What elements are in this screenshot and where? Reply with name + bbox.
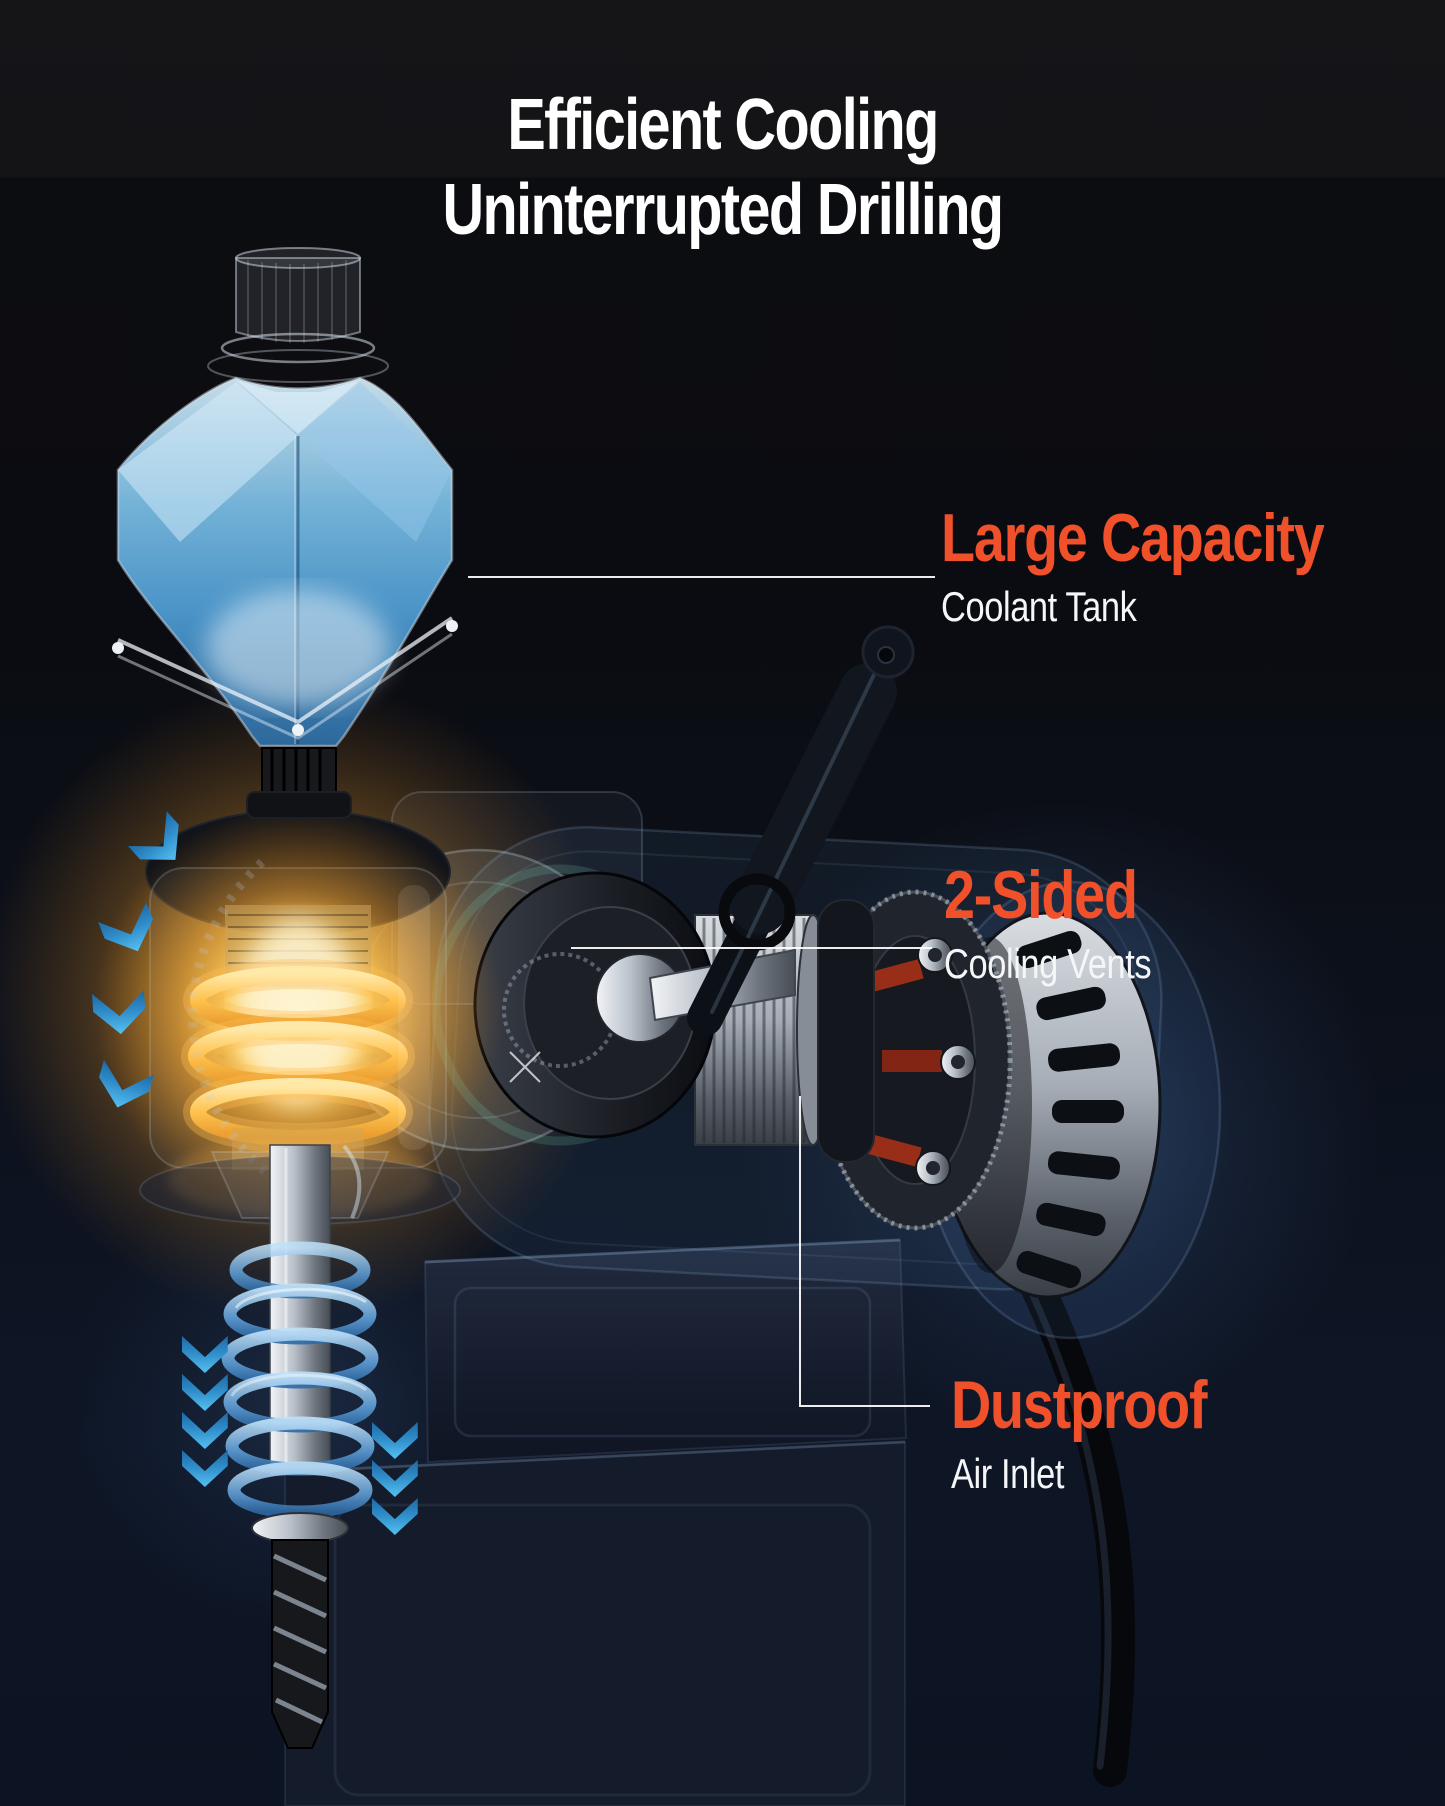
side-handle <box>687 625 915 1036</box>
annotation-subtext: Air Inlet <box>951 1450 1065 1498</box>
coolant-splash <box>342 1144 362 1219</box>
title-line-2: Uninterrupted Drilling <box>442 169 1005 250</box>
machine-base <box>284 1238 908 1806</box>
page-title: Efficient Cooling Uninterrupted Drilling <box>145 83 1301 253</box>
annotation-heading: Dustproof <box>951 1367 1208 1443</box>
annotation-heading: Large Capacity <box>941 500 1325 576</box>
tank-connector <box>246 747 352 819</box>
annotation-air-inlet: Dustproof Air Inlet <box>951 1367 1208 1498</box>
knurled-cylinder <box>694 899 875 1163</box>
tank-cap <box>207 247 389 383</box>
drill-bit <box>271 1539 329 1749</box>
drill-spindle <box>139 1144 461 1749</box>
tank-bracket <box>112 616 458 740</box>
annotation-heading: 2-Sided <box>944 857 1138 933</box>
annotation-coolant-tank: Large Capacity Coolant Tank <box>941 500 1325 631</box>
leader-line-air-inlet <box>799 1096 930 1407</box>
annotation-subtext: Cooling Vents <box>944 940 1152 988</box>
title-line-1: Efficient Cooling <box>507 85 939 165</box>
annotation-cooling-vents: 2-Sided Cooling Vents <box>944 857 1152 988</box>
motor-housing <box>93 805 503 1218</box>
annotation-subtext: Coolant Tank <box>941 583 1137 631</box>
coolant-tank <box>112 247 458 819</box>
leader-lines <box>468 576 935 1407</box>
coolant-spiral <box>221 1241 379 1519</box>
